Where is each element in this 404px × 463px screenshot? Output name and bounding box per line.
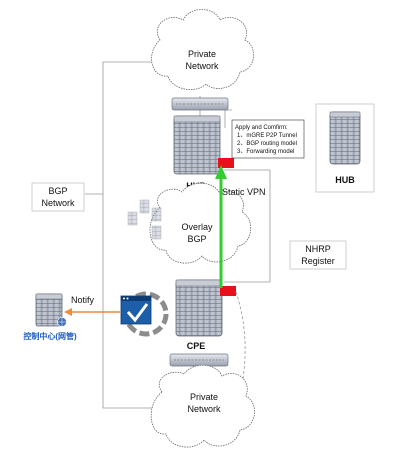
cpe-label: CPE <box>187 341 206 351</box>
nhrp-label-1: NHRP <box>305 244 331 254</box>
apply-confirm-box: Apply and Comfirm: 1、mGRE P2P Tunnel 2、B… <box>231 119 305 159</box>
bgp-network-callout: BGP Network <box>31 182 85 212</box>
cloud-top-private: Private Network <box>151 9 254 90</box>
apply-box-line-1: 1、mGRE P2P Tunnel <box>237 133 297 139</box>
notify-arrow <box>64 308 120 316</box>
cpe-server-rack <box>175 279 223 337</box>
bgp-network-label-2: Network <box>41 198 75 208</box>
cloud-top-label-1: Private <box>188 49 216 59</box>
hub-top-switch <box>171 97 229 111</box>
bgp-network-label-1: BGP <box>48 186 67 196</box>
cpe-dashed-link <box>225 291 246 441</box>
cloud-bottom-label-2: Network <box>187 404 221 414</box>
cloud-overlay-bgp: Overlay BGP <box>149 182 251 264</box>
apply-box-connector <box>224 109 232 128</box>
nhrp-register-callout: NHRP Register <box>289 240 347 270</box>
hub-right-box: HUB <box>315 103 375 193</box>
notify-label: Notify <box>71 295 95 305</box>
static-vpn-tunnel-arrow <box>215 165 227 288</box>
bgp-left-loop-line <box>102 61 160 409</box>
cloud-bottom-label-1: Private <box>190 392 218 402</box>
apply-box-line-2: 2、BGP routing model <box>237 141 297 147</box>
cloud-overlay-label-2: BGP <box>187 234 206 244</box>
control-center-label: 控制中心(网管) <box>23 331 77 341</box>
hub-red-port <box>218 158 234 168</box>
overlay-side-servers <box>127 199 162 240</box>
cloud-top-label-2: Network <box>185 61 219 71</box>
connector-lines <box>85 61 271 409</box>
cpe-red-port <box>220 286 236 296</box>
cloud-bottom-private: Private Network <box>150 364 255 448</box>
cloud-overlay-label-1: Overlay <box>181 222 213 232</box>
hub-right-label: HUB <box>335 175 355 185</box>
nhrp-label-2: Register <box>301 256 335 266</box>
apply-box-title: Apply and Comfirm: <box>235 125 288 131</box>
config-sync-icon <box>120 291 169 337</box>
static-vpn-label: Static VPN <box>222 187 266 197</box>
hub-server-rack <box>173 115 221 175</box>
cpe-bottom-switch <box>169 353 229 367</box>
control-center-server <box>35 293 67 327</box>
apply-box-line-3: 3、Forwarding model <box>237 149 294 155</box>
